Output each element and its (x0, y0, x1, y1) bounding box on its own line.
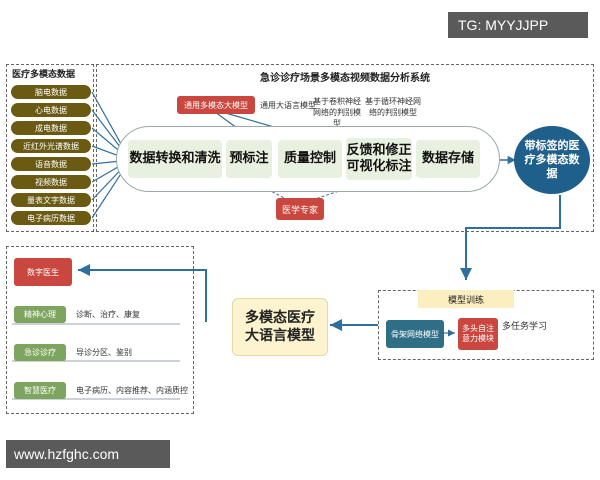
data-source-item: 电子病历数据 (11, 211, 91, 225)
step-data-storage: 数据存储 (416, 140, 480, 178)
medical-expert: 医学专家 (276, 198, 324, 220)
watermark-top: TG: MYYJJPP (448, 12, 588, 38)
data-source-item: 视频数据 (11, 175, 91, 189)
model-label: 通用多模态大模型 (177, 96, 255, 114)
watermark-bottom: www.hzfghc.com (6, 440, 170, 468)
app-mental-health-detail: 诊断、治疗、康复 (76, 310, 140, 319)
labeled-data-output-text: 带标签的医疗多模态数据 (524, 138, 580, 181)
model-type-3: 基于循环神经网络的判别模型 (365, 97, 421, 117)
data-sources-panel: 医疗多模态数据 脑电数据心电数据成电数据近红外光谱数据语音数据视频数据量表文字数… (6, 64, 94, 232)
backbone-model: 骨架网络模型 (386, 320, 444, 348)
multimodal-medical-llm: 多模态医疗大语言模型 (232, 298, 328, 356)
app-smart-healthcare: 智慧医疗 (14, 382, 66, 399)
applications-panel (6, 246, 194, 414)
watermark-bottom-text: www.hzfghc.com (14, 446, 120, 462)
data-sources-title: 医疗多模态数据 (12, 70, 76, 80)
watermark-top-text: TG: MYYJJPP (458, 17, 549, 33)
app-digital-doctor: 数字医生 (14, 258, 72, 286)
step-quality-control: 质量控制 (278, 140, 342, 178)
data-source-item: 脑电数据 (11, 85, 91, 99)
app-emergency-care: 急诊诊疗 (14, 344, 66, 361)
step-pre-annotation: 预标注 (226, 140, 272, 178)
data-source-item: 量表文字数据 (11, 193, 91, 207)
multi-head-attention: 多头自注意力模块 (458, 318, 498, 350)
step-data-conversion: 数据转换和清洗 (128, 140, 222, 178)
system-panel: 急诊诊疗场景多模态视频数据分析系统 (96, 64, 594, 232)
data-source-item: 成电数据 (11, 121, 91, 135)
app-smart-healthcare-detail: 电子病历、内容推荐、内涵质控 (76, 386, 188, 395)
labeled-data-output: 带标签的医疗多模态数据 (514, 126, 590, 194)
system-title: 急诊诊疗场景多模态视频数据分析系统 (260, 73, 430, 84)
step-feedback-visual-annotation: 反馈和修正可视化标注 (346, 138, 412, 180)
model-type-2: 基于卷积神经网络的判别模型 (313, 97, 361, 128)
app-emergency-care-detail: 导诊分区、鉴别 (76, 348, 132, 357)
training-title: 模型训练 (418, 290, 514, 308)
data-source-item: 心电数据 (11, 103, 91, 117)
data-source-item: 近红外光谱数据 (11, 139, 91, 153)
multitask-learning: 多任务学习 (502, 322, 548, 332)
multimodal-medical-llm-text: 多模态医疗大语言模型 (245, 309, 315, 344)
application-underlines (12, 323, 180, 400)
app-mental-health: 精神心理 (14, 306, 66, 323)
model-type-1: 通用大语言模型 (260, 101, 316, 110)
data-source-item: 语音数据 (11, 157, 91, 171)
